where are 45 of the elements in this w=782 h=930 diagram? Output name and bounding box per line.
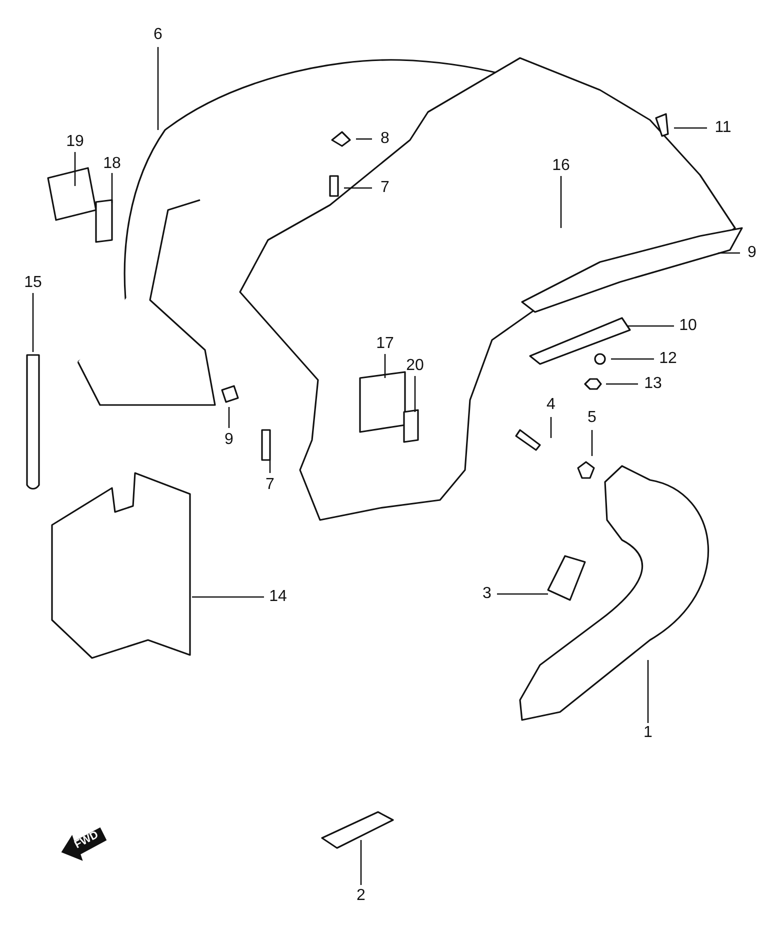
leader-line [269, 460, 271, 473]
callout-number: 19 [66, 133, 84, 151]
callout-number: 3 [482, 585, 492, 603]
callout-number: 4 [546, 396, 556, 414]
leader-line [718, 252, 740, 254]
callout-number: 13 [644, 375, 662, 393]
callout-number: 9 [748, 244, 756, 262]
leader-line [74, 152, 76, 186]
leader-line [228, 407, 230, 428]
leader-line [344, 187, 372, 189]
leader-line [414, 376, 416, 412]
leader-line [384, 354, 386, 378]
callout-number: 14 [269, 588, 287, 606]
leader-line [550, 417, 552, 438]
callout-number: 2 [356, 887, 366, 905]
callout-number: 11 [714, 119, 732, 137]
callout-number: 9 [224, 431, 234, 449]
callout-number: 5 [588, 409, 596, 427]
callout-number: 17 [376, 335, 394, 353]
callout-number: 15 [24, 274, 42, 292]
callout-number: 7 [380, 179, 390, 197]
leader-line [192, 596, 264, 598]
leader-line [497, 593, 548, 595]
leader-line [356, 138, 372, 140]
callout-number: 10 [679, 317, 697, 335]
leader-line [647, 660, 649, 723]
callout-number: 6 [154, 26, 162, 44]
leader-line [157, 47, 159, 130]
leader-line [628, 325, 674, 327]
callout-number: 8 [380, 130, 390, 148]
leader-line [606, 383, 638, 385]
leader-line [32, 293, 34, 352]
callout-number: 16 [552, 157, 570, 175]
leader-line [111, 173, 113, 203]
leader-line [360, 840, 362, 885]
callout-number: 7 [266, 476, 274, 494]
leader-line [611, 358, 654, 360]
leader-line [591, 430, 593, 456]
leader-line [560, 176, 562, 228]
leader-line [674, 127, 707, 129]
callout-number: 1 [644, 724, 652, 742]
callout-number: 18 [103, 155, 121, 173]
callout-number: 20 [406, 357, 424, 375]
direction-label: FWD [72, 828, 100, 852]
callout-number: 12 [659, 350, 677, 368]
